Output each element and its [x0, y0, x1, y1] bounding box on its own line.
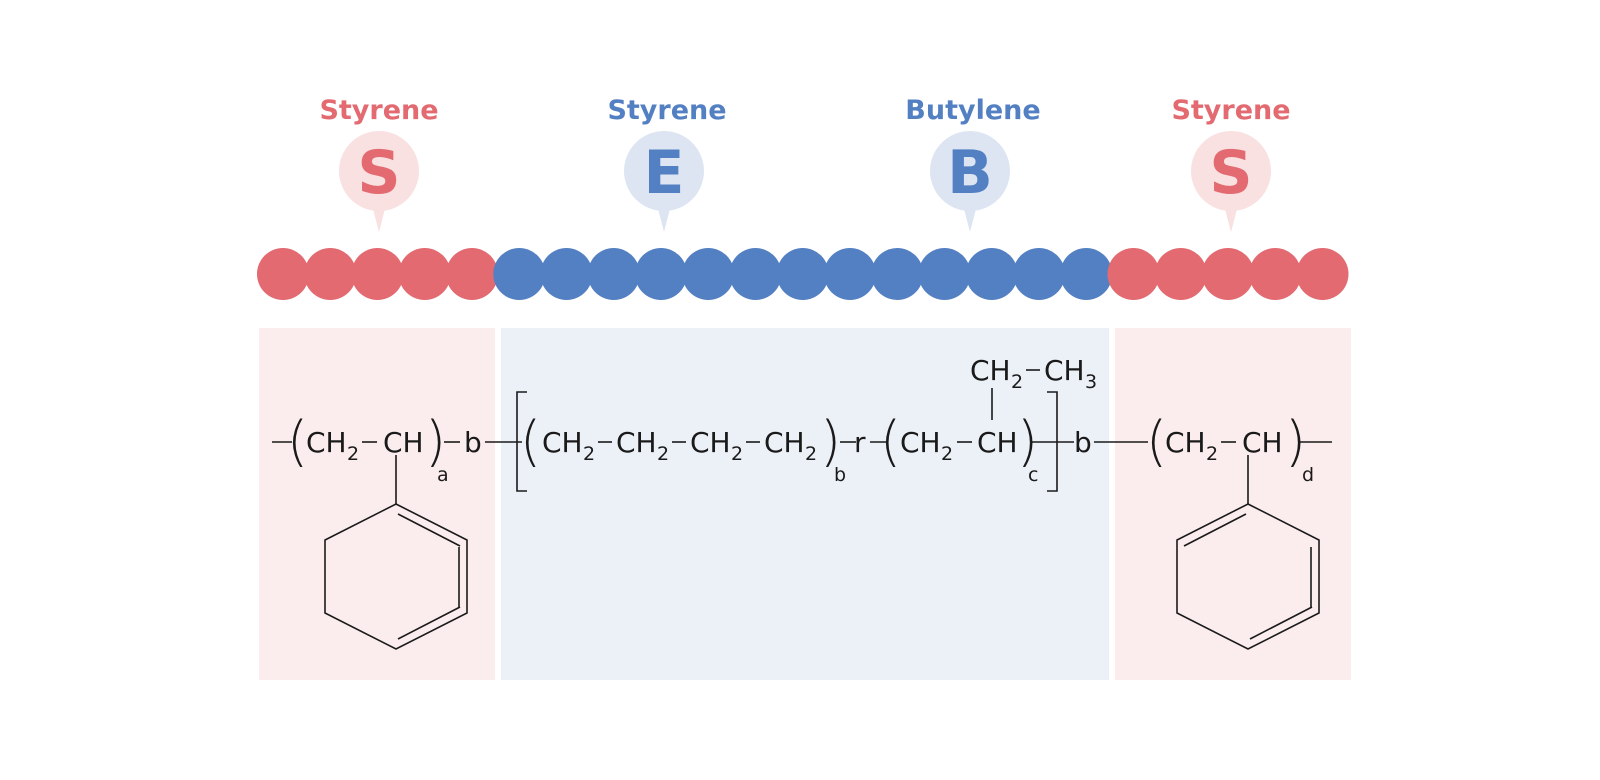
svg-text:): ) — [1285, 410, 1306, 473]
sub-2: 2 — [1011, 371, 1023, 393]
formula-ethylene-butylene: ( CH 2 CH 2 CH 2 CH 2 ) b r ( CH 2 CH ) … — [516, 354, 1148, 492]
ch2-text: CH — [970, 354, 1011, 387]
subscript-b: b — [834, 464, 846, 486]
svg-text:(: ( — [880, 410, 901, 473]
styrene-bead — [351, 248, 404, 300]
eb-bead — [918, 248, 971, 300]
ch2-text: CH — [306, 426, 347, 459]
ch2-text: CH — [1165, 426, 1206, 459]
b-link-right: b — [1074, 426, 1092, 459]
monomer-chain — [257, 248, 1349, 300]
sub-2: 2 — [347, 443, 359, 465]
eb-bead — [824, 248, 876, 300]
block-label-styrene-3: Styrene — [1171, 95, 1290, 126]
eb-bead — [587, 248, 640, 300]
sub-2: 2 — [1206, 443, 1218, 465]
bubble-s-left: S — [339, 131, 419, 232]
eb-bead — [729, 248, 782, 300]
ch2-text: CH — [764, 426, 805, 459]
ch-text: CH — [977, 426, 1018, 459]
svg-text:): ) — [820, 410, 841, 473]
sub-2: 2 — [731, 443, 743, 465]
styrene-bead — [1296, 248, 1349, 300]
bubble-letter-s-left: S — [357, 138, 400, 208]
sub-2: 2 — [805, 443, 817, 465]
block-label-butylene: Butylene — [905, 95, 1040, 126]
styrene-bead — [1107, 248, 1160, 300]
ch2-text: CH — [542, 426, 583, 459]
svg-text:(: ( — [287, 410, 308, 473]
eb-bead — [635, 248, 687, 300]
ch2-text: CH — [900, 426, 941, 459]
styrene-panel-left — [259, 328, 495, 680]
svg-text:): ) — [425, 410, 446, 473]
eb-bead — [871, 248, 924, 300]
block-label-styrene-1: Styrene — [319, 95, 438, 126]
subscript-c: c — [1028, 464, 1038, 486]
eb-bead — [682, 248, 735, 300]
ethylene-butylene-panel — [501, 328, 1109, 680]
block-label-styrene-2: Styrene — [607, 95, 726, 126]
styrene-panel-right — [1115, 328, 1351, 680]
eb-bead — [540, 248, 593, 300]
eb-bead — [493, 248, 546, 300]
subscript-a: a — [437, 464, 449, 486]
sub-2: 2 — [583, 443, 595, 465]
styrene-bead — [398, 248, 451, 300]
styrene-bead — [446, 248, 498, 300]
ch-text: CH — [383, 426, 424, 459]
eb-bead — [1013, 248, 1065, 300]
bubble-e: E — [624, 131, 704, 232]
eb-bead — [776, 248, 829, 300]
ch3-text: CH — [1044, 354, 1085, 387]
styrene-bead — [1202, 248, 1254, 300]
svg-text:(: ( — [520, 410, 541, 473]
subscript-d: d — [1302, 464, 1314, 486]
bubble-letter-e: E — [644, 138, 685, 208]
b-link-left: b — [464, 426, 482, 459]
sub-3: 3 — [1085, 371, 1097, 393]
ch2-text: CH — [690, 426, 731, 459]
bubble-letter-b: B — [947, 138, 993, 208]
svg-text:(: ( — [1146, 410, 1167, 473]
bubble-letter-s-right: S — [1209, 138, 1252, 208]
eb-bead — [965, 248, 1018, 300]
ch-text: CH — [1242, 426, 1283, 459]
r-link: r — [854, 426, 866, 459]
bubble-s-right: S — [1191, 131, 1271, 232]
styrene-bead — [1249, 248, 1302, 300]
styrene-bead — [304, 248, 357, 300]
styrene-bead — [257, 248, 309, 300]
formula-styrene-left: ( CH 2 CH ) a b — [272, 410, 522, 650]
eb-bead — [1060, 248, 1113, 300]
sub-2: 2 — [941, 443, 953, 465]
sub-2: 2 — [657, 443, 669, 465]
styrene-bead — [1154, 248, 1207, 300]
bubble-b: B — [930, 131, 1010, 232]
formula-styrene-right: ( CH 2 CH ) d — [1146, 410, 1332, 650]
svg-text:): ) — [1017, 410, 1038, 473]
ch2-text: CH — [616, 426, 657, 459]
